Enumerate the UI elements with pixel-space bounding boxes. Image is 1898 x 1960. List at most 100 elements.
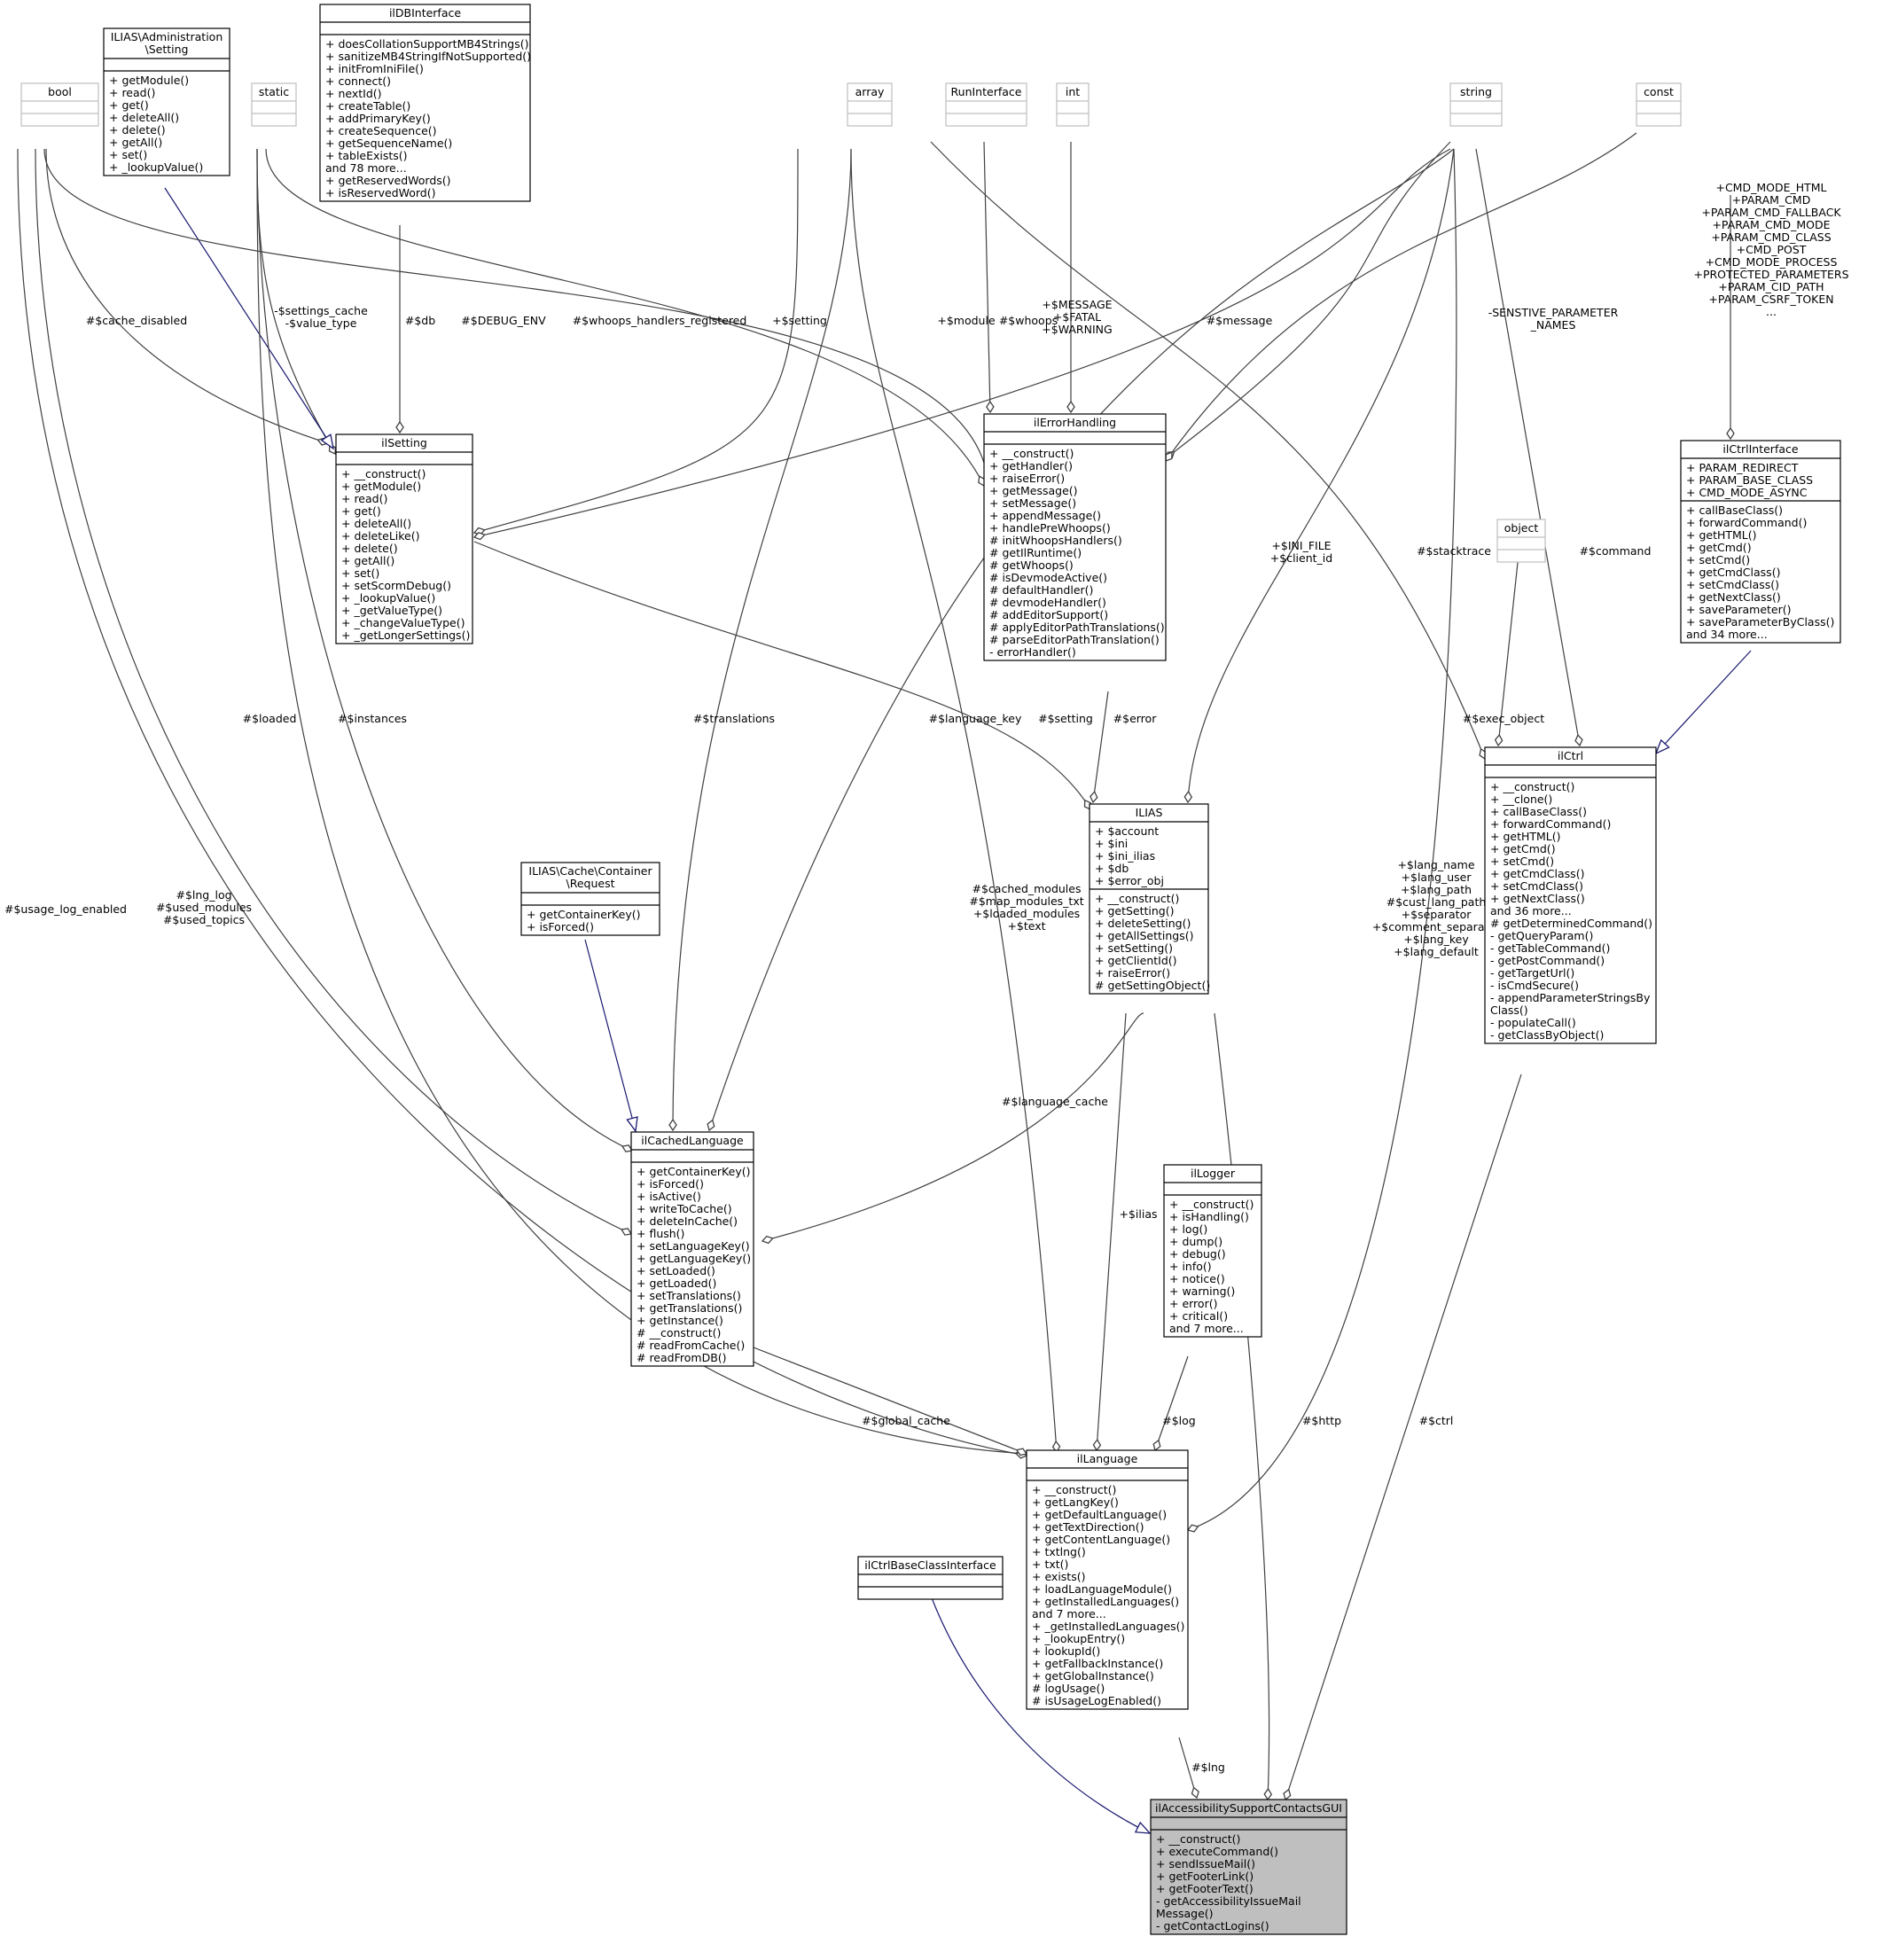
class-method: + deleteAll() (341, 517, 411, 530)
class-focus: ilAccessibilitySupportContactsGUI+ __con… (1150, 1799, 1347, 1935)
class-method: + getFooterLink() (1156, 1870, 1254, 1883)
class-name: ILIAS\Cache\Container (528, 864, 652, 878)
class-ilias: ILIAS+ $account+ $ini+ $ini_ilias+ $db+ … (1089, 803, 1210, 995)
class-box (945, 82, 1027, 127)
class-static: static (251, 82, 297, 127)
class-box (103, 27, 230, 176)
class-method: + connect() (325, 74, 391, 88)
class-method: + getTranslations() (637, 1301, 742, 1315)
class-method: + dump() (1169, 1235, 1222, 1248)
aggregation-edge (1166, 132, 1637, 461)
edge-label-line: +PARAM_CID_PATH (1718, 280, 1824, 293)
class-method: + createSequence() (325, 124, 437, 137)
class-method: + setSetting() (1095, 941, 1173, 955)
class-method: + setLoaded() (637, 1264, 715, 1277)
edge-label-lng_log: #$lng_log#$used_modules#$used_topics (156, 888, 252, 926)
class-name: array (855, 85, 885, 98)
inheritance-edge (930, 1595, 1152, 1834)
edge-label-line: #$command (1580, 544, 1652, 558)
class-name: static (259, 85, 289, 98)
class-method: + debug() (1169, 1247, 1226, 1261)
class-method: + sanitizeMB4StringIfNotSupported() (325, 50, 531, 63)
edge-label-line: +$client_id (1270, 551, 1332, 565)
edge-label-line: #$lng (1191, 1761, 1225, 1774)
class-name: ilLogger (1191, 1167, 1236, 1180)
edge-label-module: +$module (937, 314, 996, 327)
class-name: ILIAS (1136, 806, 1163, 819)
class-name: \Setting (145, 43, 189, 56)
class-method: + getHTML() (1686, 528, 1757, 542)
class-method: and 7 more... (1032, 1607, 1106, 1620)
class-method: # readFromDB() (637, 1351, 727, 1364)
class-method: + getClientId() (1095, 954, 1177, 967)
class-ilsetting: ilSetting+ __construct()+ getModule()+ r… (335, 433, 473, 644)
edge-label-line: #$language_key (929, 712, 1022, 725)
class-array: array (847, 82, 893, 127)
class-ilctrl: ilCtrl+ __construct()+ __clone()+ callBa… (1484, 746, 1657, 1044)
edge-label-line: +$lang_user (1402, 871, 1472, 884)
class-name: ilCtrlInterface (1722, 442, 1798, 456)
class-method: + error() (1169, 1297, 1217, 1310)
class-method: + txt() (1032, 1558, 1068, 1571)
class-method: + tableExists() (325, 149, 408, 162)
edge-label-line: #$db (405, 314, 435, 327)
edge-label-language_key: #$language_key (929, 712, 1022, 725)
edge-label-line: #$used_topics (163, 913, 245, 926)
class-method: - populateCall() (1490, 1016, 1576, 1029)
edge-label-line: +$loaded_modules (973, 907, 1080, 920)
class-name: ilLanguage (1077, 1452, 1138, 1465)
class-box (251, 82, 297, 127)
class-runinterface: RunInterface (945, 82, 1027, 127)
edge-label-line: #$loaded (243, 712, 297, 725)
edge-label-line: #$whoops_handlers_registered (573, 314, 747, 327)
class-method: + raiseError() (1095, 966, 1170, 980)
class-method: + warning() (1169, 1285, 1235, 1298)
class-method: - getContactLogins() (1156, 1919, 1269, 1933)
edge-label-lng: #$lng (1191, 1761, 1225, 1774)
edge-label-line: +$module (937, 314, 996, 327)
edge-label-message_consts: +$MESSAGE+$FATAL+$WARNING (1042, 298, 1112, 336)
class-method: # parseEditorPathTranslation() (989, 633, 1160, 646)
edge-label-line: -$settings_cache (274, 304, 368, 317)
class-method: + __construct() (1095, 892, 1179, 905)
edge-label-line: ... (1766, 305, 1777, 318)
class-method: - errorHandler() (989, 645, 1076, 659)
edge-label-line: +$comment_separator (1372, 920, 1501, 933)
class-name: const (1644, 85, 1674, 98)
aggregation-edge (474, 148, 799, 533)
edge-label-http: #$http (1302, 1414, 1341, 1427)
edge-label-line: +PARAM_CMD_CLASS (1711, 230, 1831, 244)
class-method: + __construct() (341, 467, 426, 480)
class-method: + getCmd() (1490, 842, 1556, 855)
aggregation-edge (850, 148, 1057, 1452)
edge-label-line: +$setting (772, 314, 827, 327)
class-illanguage: ilLanguage+ __construct()+ getLangKey()+… (1026, 1449, 1189, 1710)
class-name: ilSetting (381, 436, 427, 449)
class-box (1636, 82, 1682, 127)
class-method: - appendParameterStringsBy (1490, 991, 1651, 1004)
class-box (847, 82, 893, 127)
class-method: and 36 more... (1490, 904, 1572, 918)
edge-label-line: #$log (1162, 1414, 1195, 1427)
class-box (857, 1556, 1004, 1600)
class-method: + txtlng() (1032, 1545, 1086, 1558)
class-method: + setMessage() (989, 496, 1076, 510)
class-method: + setCmdClass() (1490, 879, 1583, 893)
aggregation-edge (930, 141, 1485, 759)
class-method: + set() (341, 566, 379, 580)
class-method: - getPostCommand() (1490, 954, 1605, 967)
edge-label-line: +$text (1007, 919, 1045, 933)
edge-label-line: +$lang_name (1397, 858, 1474, 871)
edge-label-cached_modules: #$cached_modules#$map_modules_txt+$loade… (969, 882, 1083, 933)
class-method: + deleteSetting() (1095, 917, 1191, 930)
edge-label-line: _NAMES (1530, 318, 1576, 332)
edge-label-line: #$cust_lang_path (1386, 895, 1487, 909)
class-method: + getCmdClass() (1490, 867, 1584, 880)
class-method: + raiseError() (989, 472, 1065, 485)
class-name: int (1066, 85, 1080, 98)
edge-label-line: +$ilias (1119, 1207, 1157, 1221)
aggregation-edge (45, 148, 328, 443)
class-ildbinterface: ilDBInterface+ doesCollationSupportMB4St… (319, 4, 531, 202)
class-method: + addPrimaryKey() (325, 112, 431, 125)
edge-label-line: #$usage_log_enabled (4, 902, 127, 916)
